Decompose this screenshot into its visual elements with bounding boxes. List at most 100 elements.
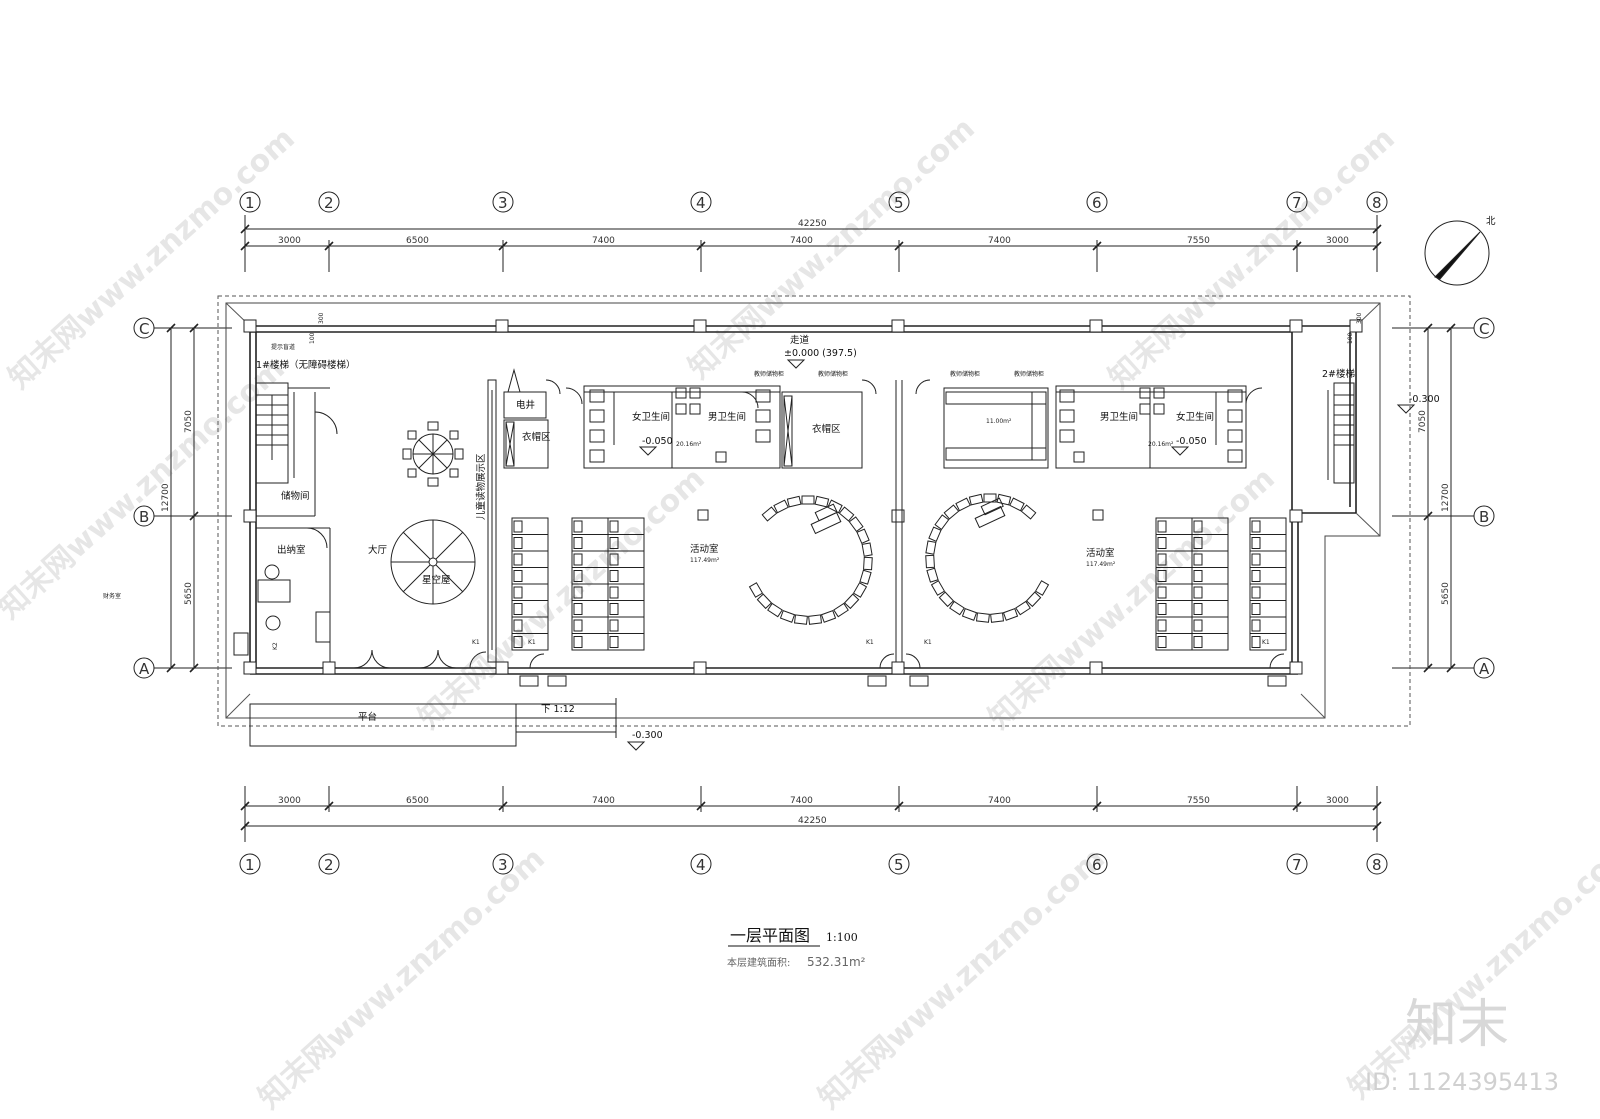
label-hall: 大厅 [368,544,388,556]
chair-mark [514,620,522,631]
chair-mark [514,587,522,598]
grid-col-3: 3 [498,194,508,212]
grid-col-7: 7 [1292,856,1302,874]
grid-col-2: 2 [324,856,334,874]
chair-mark [514,538,522,549]
seat [864,557,873,569]
chair-mark [1194,604,1202,615]
dim-small: 100 [309,332,316,344]
label-corridor: 走道 [790,334,810,346]
seat [927,568,938,582]
dim-span: 3000 [278,796,301,806]
cabinet-cell [608,634,644,651]
dim-span-vertical: 7050 [1418,410,1428,433]
dim-span: 7400 [592,796,615,806]
watermark-text: 知末网www.znzmo.com [682,111,982,386]
chair-mark [514,571,522,582]
chair-mark [514,554,522,565]
chair-mark [1194,538,1202,549]
exhibit-wall [488,380,496,662]
dim-span: 3000 [1326,236,1349,246]
level-markers [628,360,1414,750]
ac-units [520,676,1286,686]
seat [845,594,859,608]
drawing-scale: 1:100 [826,931,858,944]
chair-mark [610,587,618,598]
dim-span: 6500 [406,236,429,246]
dim-total-vertical: 12700 [161,483,171,512]
chair-mark [1158,554,1166,565]
drawing-title-block: 一层平面图 1:100 本层建筑面积: 532.31m² [727,926,866,969]
dim-total: 42250 [798,816,827,826]
left-toilets [566,386,780,468]
grid-col-3: 3 [498,856,508,874]
front-doors [354,650,1284,668]
chair-mark [1158,571,1166,582]
label-stair1-note: 提示盲道 [271,343,295,351]
dim-span: 3000 [1326,796,1349,806]
north-text: 北 [1486,216,1496,227]
grid-col-8: 8 [1372,194,1382,212]
cabinet-cell [512,634,548,651]
grid-col-6: 6 [1092,194,1102,212]
tag-k1: K1 [1262,639,1270,646]
seat [977,613,990,622]
seat [862,543,872,556]
starry-room-circle [391,520,475,604]
seat [802,496,814,504]
tag-k1: K1 [528,639,536,646]
bottom-dimension-chain [241,786,1381,842]
dim-span: 7400 [988,236,1011,246]
dim-span: 3000 [278,236,301,246]
electric-shaft [504,370,560,468]
seat [1036,581,1049,595]
top-dimension-chain [241,215,1381,272]
brand-logo-text: 知末 [1405,995,1509,1055]
seat [935,515,949,529]
dim-small: 300 [1356,312,1363,324]
seat [774,500,788,513]
cabinets-left [512,518,644,650]
grid-row-b: B [1479,508,1489,526]
grid-row-a: A [139,660,150,678]
tag-cabinet: 教师储物柜 [754,370,784,378]
chair-mark [574,571,582,582]
right-small-room [944,388,1048,468]
seat [950,601,964,614]
grid-col-2: 2 [324,194,334,212]
seat [956,498,970,511]
north-label: 北 [1486,216,1496,227]
area-activity-left: 117.49m² [690,557,720,564]
dim-span: 7400 [592,236,615,246]
tag-k2: K2 [272,642,279,650]
seat [768,603,782,616]
dim-span-vertical: 5650 [184,582,194,605]
watermark-layer: 知末网www.znzmo.com 知末网www.znzmo.com 知末网www… [0,111,1600,1116]
grid-col-1: 1 [245,856,255,874]
cashier-furniture [234,565,330,655]
label-w-toilet-left: 女卫生间 [632,411,670,423]
seat [839,507,853,521]
watermark-text: 知末网www.znzmo.com [0,351,292,626]
seat [857,529,869,543]
right-toilets [1056,386,1262,468]
dim-span: 7400 [790,796,813,806]
seat [963,609,977,621]
chair-mark [574,620,582,631]
seat [1010,498,1024,511]
seat [939,592,953,606]
seat [828,500,842,513]
dim-small: 300 [318,312,325,324]
chair-mark [514,637,522,648]
grid-labels: 1 2 3 4 5 6 7 8 1 2 3 4 5 6 7 8 C B A C … [139,194,1490,874]
chair-mark [514,521,522,532]
seat [815,496,829,507]
level-platform: -0.300 [632,730,663,741]
seat [991,613,1004,622]
cabinet-cell [1250,634,1286,651]
level-labels: -0.050 -0.050 -0.300 -0.300 [632,394,1440,741]
grid-col-7: 7 [1292,194,1302,212]
grid-col-5: 5 [894,194,904,212]
chair-mark [574,538,582,549]
seat [762,507,776,521]
